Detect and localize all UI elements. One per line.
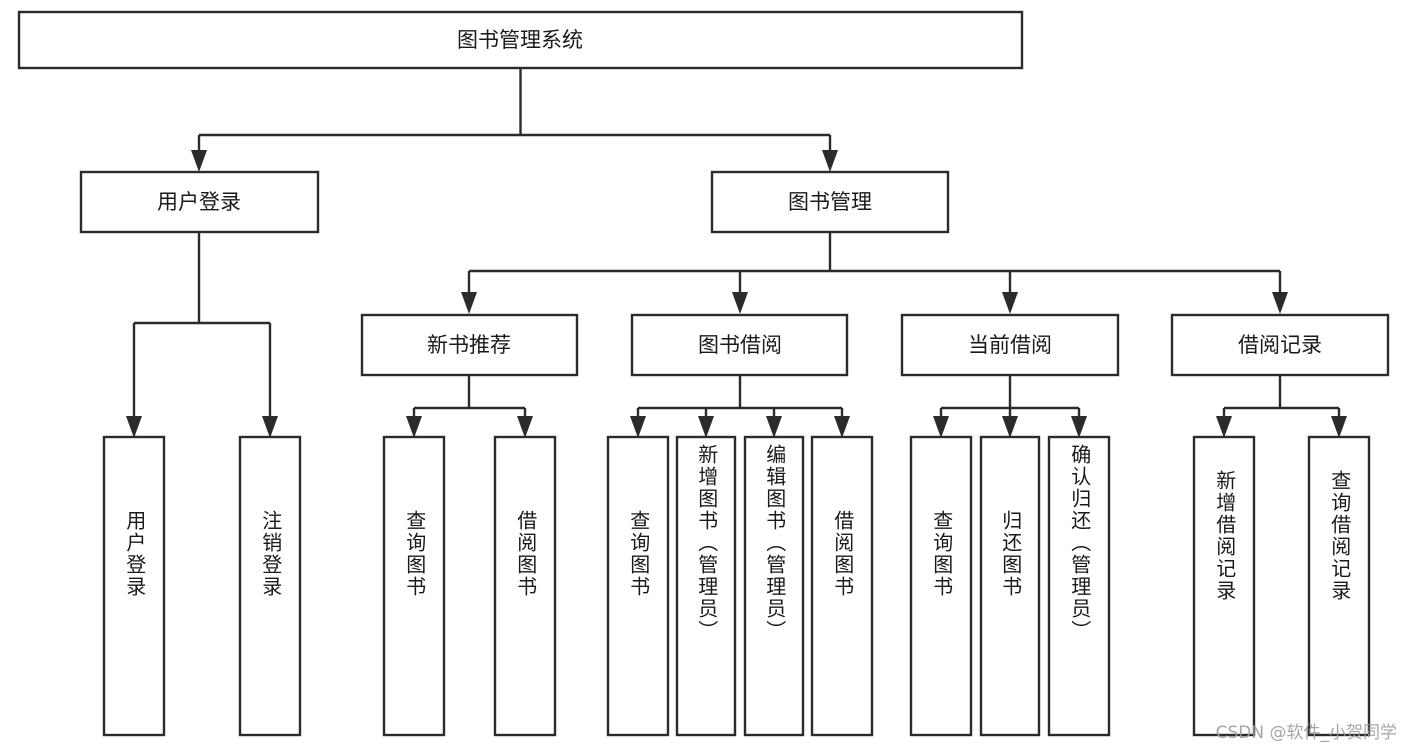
arrowhead-leaf-edit-book (766, 416, 782, 438)
node-label-borrow-record: 借阅记录 (1238, 333, 1322, 357)
node-label-root: 图书管理系统 (457, 28, 583, 52)
node-box-new-book-recommend[interactable] (360, 313, 579, 377)
leaf-box-add-record[interactable] (1192, 435, 1256, 737)
connector-group-currentborrow-children (933, 375, 1087, 438)
leaf-box-edit-book[interactable] (743, 435, 805, 737)
node-box-borrow-record[interactable] (1170, 313, 1390, 377)
leaf-box-return-book[interactable] (979, 435, 1041, 737)
arrowhead-leaf-confirm-return (1071, 416, 1087, 438)
connector-group-userlogin-children (126, 232, 278, 438)
node-label-new-book-recommend: 新书推荐 (427, 333, 511, 357)
arrowhead-to-book-manage (822, 150, 838, 172)
connector-group-borrowrecord-children (1216, 375, 1347, 438)
arrowhead-to-borrow-record (1272, 292, 1288, 314)
arrowhead-leaf-user-login (126, 416, 142, 438)
arrowhead-leaf-query-book-1 (406, 416, 422, 438)
arrowhead-leaf-query-book-3 (933, 416, 949, 438)
arrowhead-to-current-borrow (1002, 292, 1018, 314)
arrowhead-leaf-add-record (1216, 416, 1232, 438)
node-box-root[interactable] (17, 10, 1024, 70)
arrowhead-leaf-borrow-book-1 (517, 416, 533, 438)
node-label-user-login: 用户登录 (157, 190, 241, 214)
leaf-box-query-book-3[interactable] (909, 435, 973, 737)
leaf-box-logout[interactable] (238, 435, 302, 737)
leaf-box-borrow-book-2[interactable] (810, 435, 874, 737)
node-label-book-manage: 图书管理 (788, 190, 872, 214)
connector-group-bookborrow-children (630, 375, 850, 438)
leaf-box-user-login[interactable] (102, 435, 166, 737)
arrowhead-to-new-book-rec (461, 292, 477, 314)
arrowhead-leaf-query-record (1331, 416, 1347, 438)
connector-group-bookmanage-children (461, 232, 1288, 314)
leaf-box-query-book-1[interactable] (382, 435, 446, 737)
arrowhead-leaf-borrow-book-2 (834, 416, 850, 438)
node-box-book-manage[interactable] (710, 170, 950, 234)
arrowhead-to-user-login (191, 150, 207, 172)
leaf-box-query-record[interactable] (1307, 435, 1371, 737)
leaf-box-borrow-book-1[interactable] (493, 435, 557, 737)
leaf-box-query-book-2[interactable] (606, 435, 670, 737)
leaf-box-confirm-return[interactable] (1047, 435, 1111, 737)
node-label-current-borrow: 当前借阅 (968, 333, 1052, 357)
node-box-book-borrow[interactable] (630, 313, 849, 377)
connector-group-root-to-level2 (191, 68, 838, 172)
connector-group-newbook-children (406, 375, 533, 438)
arrowhead-leaf-return-book (1002, 416, 1018, 438)
node-label-book-borrow: 图书借阅 (698, 333, 782, 357)
leaf-box-add-book[interactable] (675, 435, 737, 737)
node-box-user-login[interactable] (79, 170, 320, 234)
arrowhead-to-book-borrow (732, 292, 748, 314)
arrowhead-leaf-add-book (698, 416, 714, 438)
arrowhead-leaf-query-book-2 (630, 416, 646, 438)
node-box-current-borrow[interactable] (900, 313, 1120, 377)
arrowhead-leaf-logout (262, 416, 278, 438)
